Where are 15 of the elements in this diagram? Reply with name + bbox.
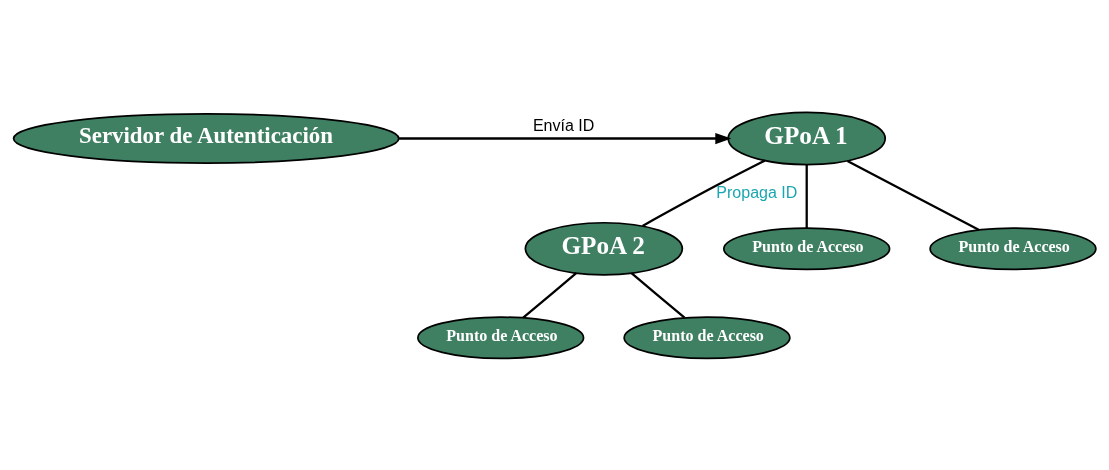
connector bbox=[846, 159, 980, 231]
arrow bbox=[399, 132, 732, 144]
edge-label: Propaga ID bbox=[716, 182, 798, 201]
node-ellipse: Servidor de Autenticación bbox=[12, 112, 400, 164]
edge-label: Envía ID bbox=[532, 115, 595, 134]
node-ellipse: Punto de Acceso bbox=[723, 226, 891, 270]
connector bbox=[805, 164, 808, 228]
connector bbox=[630, 271, 686, 319]
node-ellipse: Punto de Acceso bbox=[417, 315, 585, 359]
connector bbox=[642, 159, 766, 227]
node-ellipse: GPoA 2 bbox=[524, 221, 684, 276]
node-ellipse: GPoA 1 bbox=[727, 111, 887, 165]
node-ellipse: Punto de Acceso bbox=[623, 315, 791, 359]
connector bbox=[522, 271, 577, 319]
node-ellipse: Punto de Acceso bbox=[929, 226, 1097, 270]
